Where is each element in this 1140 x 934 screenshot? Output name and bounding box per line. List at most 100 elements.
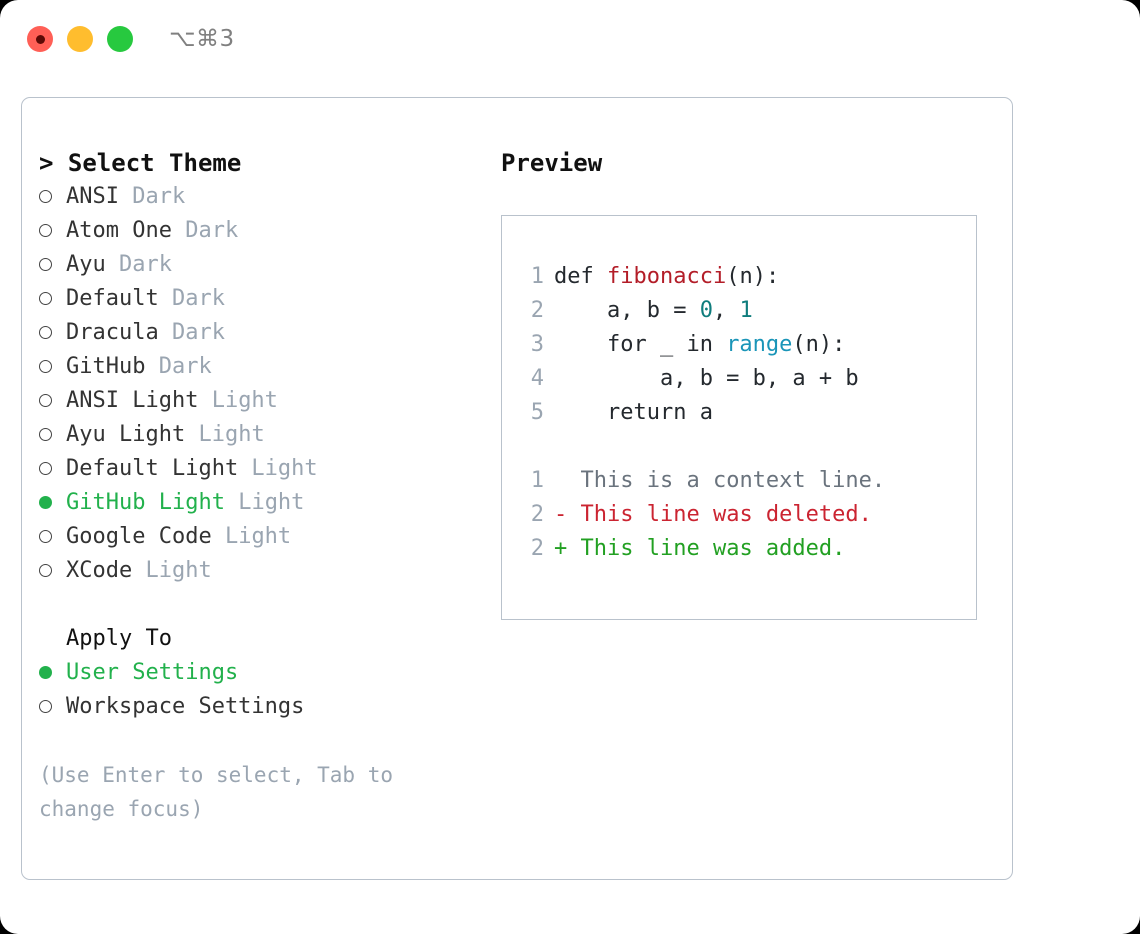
- unselected-bullet-icon: [39, 282, 66, 316]
- unselected-bullet-icon: [39, 180, 66, 214]
- theme-option[interactable]: Atom One Dark: [39, 214, 484, 248]
- theme-option-variant: Light: [211, 524, 292, 549]
- code-line-content: return a: [554, 396, 713, 430]
- diff-line-number: 1: [530, 468, 544, 493]
- theme-option-variant: Dark: [171, 218, 239, 243]
- selected-bullet-icon: [39, 656, 66, 690]
- code-token: a, b = b, a + b: [554, 366, 859, 391]
- theme-option[interactable]: Dracula Dark: [39, 316, 484, 350]
- theme-option-label: Ayu Light: [66, 422, 186, 447]
- apply-to-option[interactable]: Workspace Settings: [39, 690, 484, 724]
- keyboard-shortcut-label: ⌥⌘3: [169, 26, 235, 52]
- code-line: 5 return a: [520, 396, 976, 430]
- window-controls: [27, 26, 133, 52]
- theme-option[interactable]: Google Code Light: [39, 520, 484, 554]
- apply-to-option-label: User Settings: [66, 660, 239, 685]
- code-line-content: a, b = 0, 1: [554, 294, 753, 328]
- theme-option-label: GitHub: [66, 354, 146, 379]
- theme-option[interactable]: Ayu Dark: [39, 248, 484, 282]
- theme-option-variant: Light: [185, 422, 265, 447]
- theme-option-label: Ayu: [66, 252, 106, 277]
- theme-option[interactable]: Ayu Light Light: [39, 418, 484, 452]
- diff-line-text: This line was added.: [580, 536, 846, 561]
- code-token: (n):: [726, 264, 780, 289]
- theme-option[interactable]: GitHub Light Light: [39, 486, 484, 520]
- theme-option-label: ANSI Light: [66, 388, 199, 413]
- code-line: 2 a, b = 0, 1: [520, 294, 976, 328]
- theme-option[interactable]: Default Dark: [39, 282, 484, 316]
- code-line-number: 2: [530, 298, 544, 323]
- theme-option[interactable]: GitHub Dark: [39, 350, 484, 384]
- code-line-content: def fibonacci(n):: [554, 260, 779, 294]
- theme-option-label: Google Code: [66, 524, 212, 549]
- code-line-number: 5: [530, 400, 544, 425]
- diff-marker: [554, 464, 581, 498]
- diff-line: 2+ This line was added.: [520, 532, 976, 566]
- code-line-content: for _ in range(n):: [554, 328, 845, 362]
- code-token: 0: [699, 298, 713, 323]
- code-line-number: 3: [530, 332, 544, 357]
- unselected-bullet-icon: [39, 350, 66, 384]
- unselected-bullet-icon: [39, 316, 66, 350]
- code-line: 3 for _ in range(n):: [520, 328, 976, 362]
- theme-option-label: Default: [66, 286, 159, 311]
- unselected-bullet-icon: [39, 452, 66, 486]
- theme-option-variant: Light: [132, 558, 212, 583]
- apply-to-option-label: Workspace Settings: [66, 694, 305, 719]
- diff-line: 1 This is a context line.: [520, 464, 976, 498]
- diff-line-number: 2: [530, 502, 544, 527]
- theme-option-variant: Light: [224, 490, 305, 515]
- code-line-number: 1: [530, 264, 544, 289]
- unselected-bullet-icon: [39, 214, 66, 248]
- theme-option-label: XCode: [66, 558, 133, 583]
- maximize-button[interactable]: [107, 26, 133, 52]
- theme-option-variant: Dark: [158, 286, 225, 311]
- theme-option-variant: Dark: [118, 184, 186, 209]
- unselected-bullet-icon: [39, 418, 66, 452]
- code-token: for _ in: [554, 332, 727, 357]
- diff-marker: -: [554, 502, 581, 527]
- apply-to-option[interactable]: User Settings: [39, 656, 484, 690]
- theme-option-variant: Dark: [105, 252, 172, 277]
- close-button[interactable]: [27, 26, 53, 52]
- code-token: def: [554, 264, 607, 289]
- theme-option-label: Dracula: [66, 320, 159, 345]
- code-token: range: [726, 332, 793, 357]
- unselected-bullet-icon: [39, 690, 66, 724]
- theme-option[interactable]: XCode Light: [39, 554, 484, 588]
- theme-option-label: Default Light: [66, 456, 239, 481]
- theme-option-variant: Light: [238, 456, 318, 481]
- diff-line-text: This is a context line.: [580, 468, 886, 493]
- unselected-bullet-icon: [39, 384, 66, 418]
- code-token: fibonacci: [606, 264, 727, 289]
- code-token: 1: [739, 298, 753, 323]
- theme-option[interactable]: ANSI Light Light: [39, 384, 484, 418]
- diff-line: 2- This line was deleted.: [520, 498, 976, 532]
- unselected-bullet-icon: [39, 520, 66, 554]
- theme-option-label: GitHub Light: [66, 490, 225, 515]
- minimize-button[interactable]: [67, 26, 93, 52]
- record-dot-icon: [35, 34, 45, 44]
- code-line: 1 def fibonacci(n):: [520, 260, 976, 294]
- keyboard-hint-text: (Use Enter to select, Tab to change focu…: [39, 763, 406, 821]
- code-token: ,: [712, 298, 740, 323]
- theme-option[interactable]: ANSI Dark: [39, 180, 484, 214]
- list-spacer: [39, 588, 484, 622]
- unselected-bullet-icon: [39, 248, 66, 282]
- theme-option[interactable]: Default Light Light: [39, 452, 484, 486]
- code-line: 4 a, b = b, a + b: [520, 362, 976, 396]
- preview-header: Preview: [501, 149, 603, 177]
- select-theme-header: > Select Theme: [39, 149, 242, 177]
- code-line-content: a, b = b, a + b: [554, 362, 859, 396]
- code-token: (n):: [792, 332, 846, 357]
- diff-line-number: 2: [530, 536, 544, 561]
- theme-option-label: Atom One: [66, 218, 172, 243]
- theme-option-variant: Dark: [158, 320, 225, 345]
